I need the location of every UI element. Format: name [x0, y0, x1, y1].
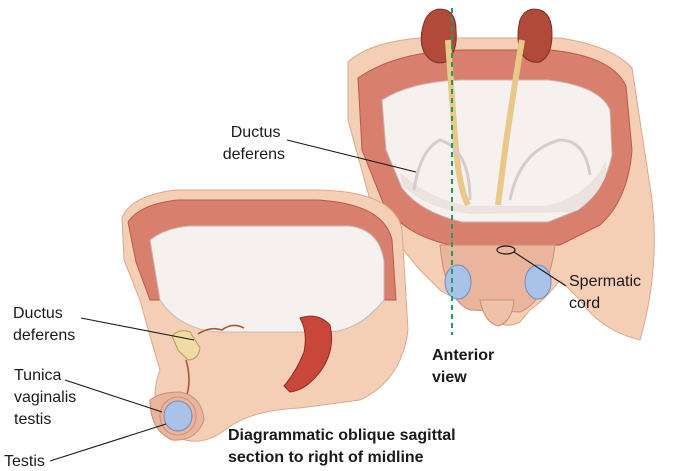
leader-testis	[50, 424, 166, 461]
label-tunica-line2: vaginalis	[14, 389, 76, 406]
label-section-caption-line2: section to right of midline	[228, 449, 424, 466]
anterior-right-testis	[525, 265, 551, 299]
label-ductus-deferens-side: Ductus deferens	[13, 305, 75, 344]
label-anterior-view-line2: view	[432, 369, 467, 386]
label-spermatic-cord-line1: Spermatic	[569, 273, 641, 290]
label-section-caption: Diagrammatic oblique sagittal section to…	[228, 427, 460, 466]
sagittal-section-figure	[122, 190, 408, 441]
label-anterior-view: Anterior view	[432, 347, 499, 386]
label-tunica-vaginalis: Tunica vaginalis testis	[14, 367, 81, 428]
label-ductus-deferens-front: Ductus deferens	[223, 124, 285, 163]
label-section-caption-line1: Diagrammatic oblique sagittal	[228, 427, 456, 444]
sagittal-testis	[164, 401, 192, 431]
label-ductus-deferens-front-line1: Ductus	[231, 124, 281, 141]
anterior-left-testis	[445, 265, 471, 299]
label-ductus-deferens-front-line2: deferens	[223, 146, 285, 163]
label-tunica-line3: testis	[14, 411, 51, 428]
right-kidney	[518, 9, 552, 62]
label-ductus-deferens-side-line1: Ductus	[13, 305, 63, 322]
label-tunica-line1: Tunica	[14, 367, 62, 384]
label-anterior-view-line1: Anterior	[432, 347, 494, 364]
sagittal-cavity	[150, 226, 384, 332]
label-ductus-deferens-side-line2: deferens	[13, 327, 75, 344]
label-spermatic-cord-line2: cord	[569, 295, 600, 312]
label-testis: Testis	[4, 453, 45, 470]
